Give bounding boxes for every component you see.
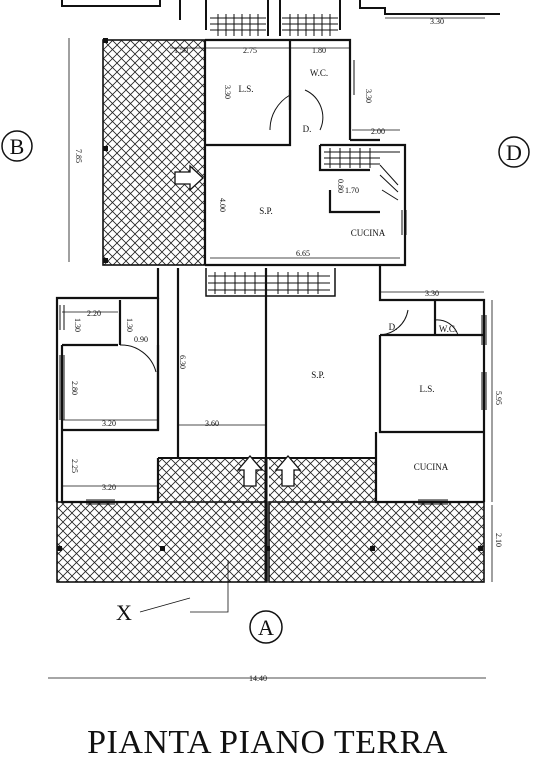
door-swing-d-top xyxy=(304,89,324,131)
door-swing-lower-left xyxy=(119,344,157,373)
dim-1440: 14.40 xyxy=(249,674,267,683)
dim-220: 2.20 xyxy=(87,309,101,318)
dim-785: 7.85 xyxy=(74,149,83,163)
dim-210: 2.10 xyxy=(494,533,503,547)
dim-080: 0.80 xyxy=(336,179,345,193)
dim-595: 5.95 xyxy=(494,391,503,405)
dim-400: 4.00 xyxy=(218,198,227,212)
lower-left-unit-walls xyxy=(55,268,268,504)
hatched-terrace-upper-left xyxy=(102,39,206,266)
dim-360: 3.60 xyxy=(205,419,219,428)
side-a-circle xyxy=(249,610,283,644)
dim-090: 0.90 xyxy=(134,335,148,344)
room-d-right: D. xyxy=(389,322,398,332)
dim-170: 1.70 xyxy=(345,186,359,195)
side-b-label: B xyxy=(10,134,25,159)
door-swing-lower-right-d xyxy=(379,309,409,336)
room-cucina-right: CUCINA xyxy=(414,462,449,472)
section-mark-x: X xyxy=(116,600,132,625)
top-building-edge xyxy=(61,0,500,36)
middle-stairs xyxy=(208,272,330,294)
side-d-circle xyxy=(498,136,530,168)
dim-130-a: 1.30 xyxy=(73,318,82,332)
door-swing-lower-right-wc xyxy=(434,319,459,336)
dim-330-ls: 3.30 xyxy=(223,85,232,99)
entrance-arrow-lower-left xyxy=(236,455,264,487)
windows xyxy=(59,60,487,505)
dim-225: 2.25 xyxy=(70,459,79,473)
top-stair-treads xyxy=(210,14,338,36)
side-a-label: A xyxy=(258,615,274,640)
dim-330-right: 3.30 xyxy=(425,289,439,298)
dim-320-a: 3.20 xyxy=(102,419,116,428)
room-sp-top: S.P. xyxy=(259,206,273,216)
dimension-lines xyxy=(48,17,493,679)
dim-330-top: 3.30 xyxy=(430,17,444,26)
dim-630: 6.30 xyxy=(178,355,187,369)
dim-200: 2.00 xyxy=(371,127,385,136)
plan-title: PIANTA PIANO TERRA xyxy=(87,724,448,761)
pillars xyxy=(57,38,483,551)
hatched-terrace-lower-left xyxy=(56,501,268,583)
room-ls-top: L.S. xyxy=(238,84,253,94)
side-b-circle xyxy=(1,130,33,162)
dim-280: 2.80 xyxy=(70,381,79,395)
room-sp-right: S.P. xyxy=(311,370,325,380)
dim-180: 1.80 xyxy=(312,46,326,55)
dim-150: 1.50 xyxy=(174,46,188,55)
room-cucina-top: CUCINA xyxy=(351,228,386,238)
dim-665: 6.65 xyxy=(296,249,310,258)
upper-unit-walls xyxy=(203,38,407,267)
entrance-arrow-upper xyxy=(174,164,204,192)
room-wc-right: W.C. xyxy=(439,324,457,334)
dim-130-b: 1.30 xyxy=(125,318,134,332)
lower-right-unit-walls xyxy=(374,265,486,504)
dim-275: 2.75 xyxy=(243,46,257,55)
hatched-terrace-lower-right xyxy=(268,501,485,583)
room-wc-top: W.C. xyxy=(310,68,328,78)
room-ls-right: L.S. xyxy=(419,384,434,394)
door-swing-ls-top xyxy=(269,94,291,131)
dim-330-wc: 3.30 xyxy=(364,89,373,103)
dim-320-b: 3.20 xyxy=(102,483,116,492)
entrance-arrow-lower-right xyxy=(274,455,302,487)
room-d-top: D. xyxy=(303,124,312,134)
upper-inner-stair xyxy=(324,148,400,201)
side-d-label: D xyxy=(506,140,522,165)
